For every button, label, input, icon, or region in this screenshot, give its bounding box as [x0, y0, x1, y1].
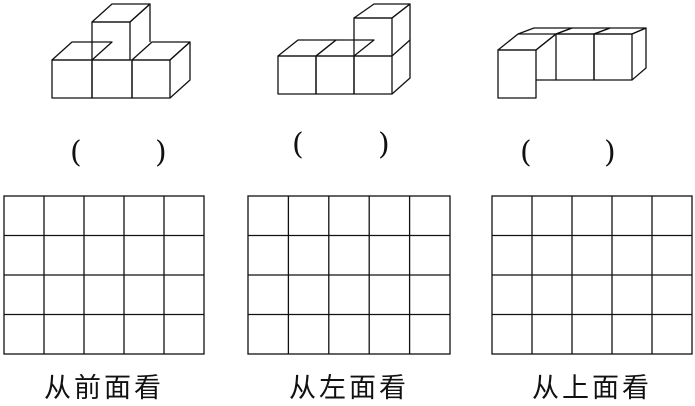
view-label-top: 从上面看	[532, 373, 652, 404]
grid-3	[491, 195, 693, 355]
answer-paren-close-2: )	[378, 127, 390, 162]
answer-paren-open-2: (	[292, 127, 304, 162]
cube-figure-3	[497, 27, 647, 99]
answer-paren-close-3: )	[604, 135, 616, 170]
view-label-front: 从前面看	[44, 373, 164, 404]
answer-paren-open-3: (	[520, 135, 532, 170]
answer-paren-close-1: )	[155, 135, 167, 170]
grid-2	[247, 195, 451, 355]
view-label-left: 从左面看	[289, 373, 409, 404]
answer-paren-open-1: (	[70, 135, 82, 170]
cube-figure-2	[277, 3, 411, 95]
grid-1	[3, 195, 205, 355]
cube-figure-1	[51, 3, 191, 99]
